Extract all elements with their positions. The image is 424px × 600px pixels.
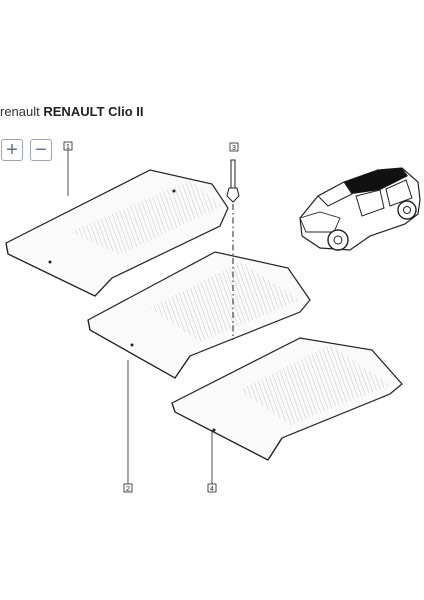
parts-diagram: 1 3 2 4 — [5, 141, 421, 493]
minus-icon: − — [35, 139, 47, 161]
plus-icon: + — [6, 139, 18, 161]
svg-text:1: 1 — [66, 144, 70, 151]
title-model: RENAULT Clio II — [43, 104, 144, 119]
car-roof-highlight — [344, 168, 408, 194]
callout-4: 4 — [207, 483, 217, 493]
title-make: renault — [0, 104, 40, 119]
zoom-in-button[interactable]: + — [1, 139, 23, 161]
callout-3: 3 — [229, 142, 239, 152]
callout-2: 2 — [123, 483, 133, 493]
svg-text:4: 4 — [210, 486, 214, 493]
svg-text:3: 3 — [232, 145, 236, 152]
car-illustration — [299, 167, 421, 251]
roof-panel-2 — [87, 251, 311, 379]
roof-panel-1 — [5, 169, 229, 297]
zoom-out-button[interactable]: − — [30, 139, 52, 161]
page-title: renault RENAULT Clio II — [0, 104, 144, 119]
svg-text:2: 2 — [126, 486, 130, 493]
callout-1: 1 — [63, 141, 73, 151]
clip-part-3 — [226, 159, 240, 340]
roof-panel-4 — [171, 337, 403, 461]
